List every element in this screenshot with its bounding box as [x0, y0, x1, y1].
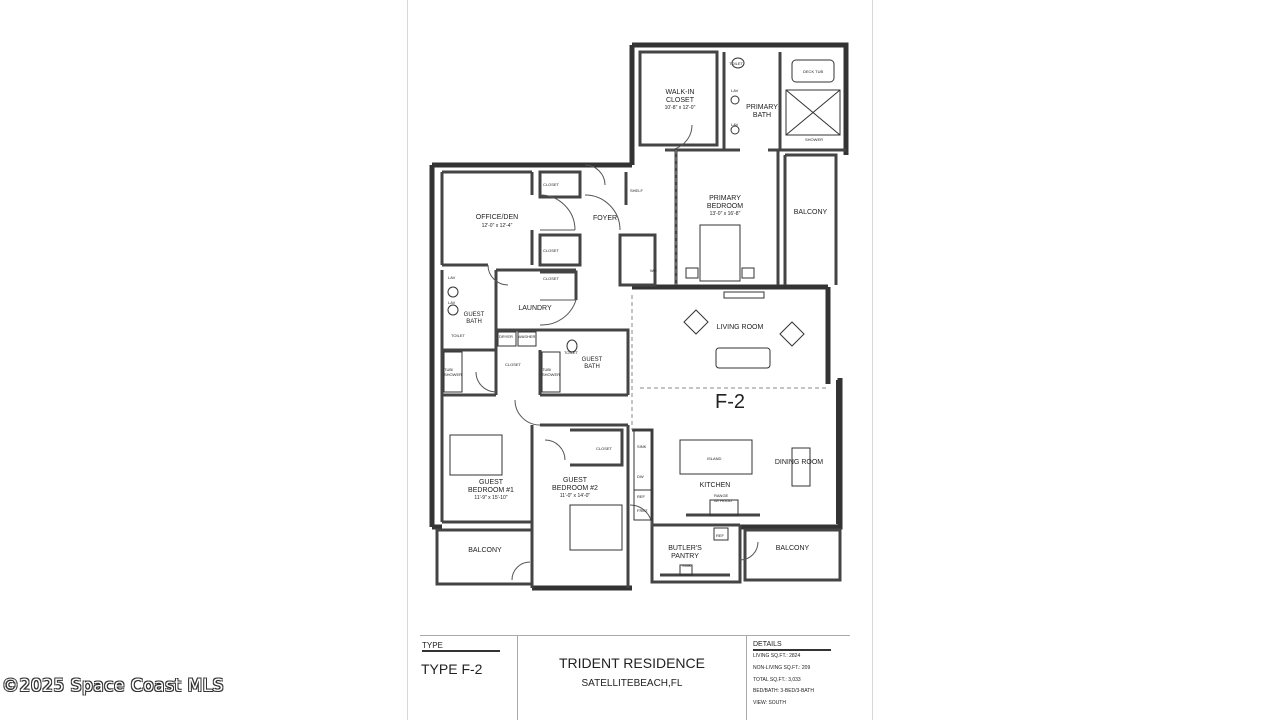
dashed-zones — [631, 150, 828, 430]
kitchen-label: KITCHEN — [699, 482, 731, 489]
details-view: VIEW: SOUTH — [753, 700, 786, 706]
closet-label: CLOSET — [596, 446, 613, 451]
range-label: RANGE W/ HOOD — [714, 493, 732, 503]
tub-shower-label: TUB/ SHOWER — [542, 367, 560, 377]
details-heading: DETAILS — [753, 641, 782, 648]
mls-watermark: ©2025 Space Coast MLS — [2, 676, 224, 696]
lav-label: LAV — [731, 122, 739, 127]
primary-bedroom-label: PRIMARY BEDROOM — [706, 195, 744, 210]
wh-label: WH — [650, 268, 657, 273]
details-heading-underline — [753, 649, 831, 651]
closet-label: CLOSET — [505, 362, 522, 367]
details-living-sqft: LIVING SQ.FT.: 2824 — [753, 653, 801, 659]
details-total-sqft: TOTAL SQ.FT.: 3,033 — [753, 677, 801, 683]
deck-tub-label: DECK TUB — [803, 69, 824, 74]
type-heading-underline — [422, 650, 500, 652]
door-swings — [475, 124, 759, 581]
island-label: ISLAND — [707, 456, 722, 461]
walk-in-closet-label: WALK-IN CLOSET — [665, 89, 695, 104]
title-block-rule — [420, 635, 850, 636]
guest-bath-left-label: GUEST BATH — [463, 312, 485, 325]
title-block-divider — [746, 636, 747, 720]
type-value: TYPE F-2 — [421, 661, 483, 677]
details-non-living-sqft: NON-LIVING SQ.FT.: 209 — [753, 665, 811, 671]
shelf-label: SHELF — [630, 188, 643, 193]
balcony-right-label: BALCONY — [775, 545, 810, 552]
guest-bedroom-1-label: GUEST BEDROOM #1 — [468, 479, 514, 494]
closet-label: CLOSET — [543, 276, 560, 281]
tub-shower-label: TUB/ SHOWER — [444, 367, 462, 377]
sink-label: SINK — [637, 444, 647, 449]
office-den-label: OFFICE/DEN — [475, 214, 519, 221]
primary-bedroom-dims: 13'-0" x 16'-8" — [709, 211, 741, 217]
unit-code-label: F-2 — [715, 391, 745, 413]
dryer-label: DRYER — [499, 334, 513, 339]
windows-marks — [430, 170, 840, 524]
laundry-label: LAUNDRY — [518, 305, 552, 312]
guest-bedroom-2-dims: 11'-0" x 14'-0" — [559, 493, 591, 499]
guest-bedroom-1-dims: 11'-9" x 15'-10" — [474, 495, 508, 501]
project-name: TRIDENT RESIDENCE — [559, 655, 705, 671]
toilet-label: TOILET — [451, 333, 465, 338]
title-block-divider — [517, 636, 518, 720]
foyer-label: FOYER — [592, 215, 618, 222]
lav-label: LAV — [448, 275, 456, 280]
closet-label: CLOSET — [543, 182, 560, 187]
shower-label: SHOWER — [805, 137, 823, 142]
project-location: SATELLITEBEACH,FL — [581, 678, 683, 689]
frez-label: FREZ — [637, 508, 648, 513]
office-den-dims: 12'-0" x 12'-4" — [481, 223, 513, 229]
lav-label: LAV — [731, 88, 739, 93]
sink-label: SINK — [682, 563, 692, 568]
dw-label: DW — [637, 474, 644, 479]
balcony-left-label: BALCONY — [468, 547, 502, 554]
fixtures — [443, 57, 841, 576]
guest-bath-center-label: GUEST BATH — [581, 357, 603, 370]
washer-label: WASHER — [518, 334, 536, 339]
closet-label: CLOSET — [543, 248, 560, 253]
details-bed-bath: BED/BATH: 3-BED/3-BATH — [753, 688, 814, 694]
dining-room-label: DINING ROOM — [774, 459, 824, 466]
toilet-label: TOILET — [729, 61, 743, 66]
toilet-label: TOILET — [564, 350, 578, 355]
walk-in-closet-dims: 10'-8" x 12'-0" — [664, 105, 696, 111]
balcony-primary-label: BALCONY — [793, 209, 828, 216]
ref-label: REF — [716, 533, 724, 538]
living-room-label: LIVING ROOM — [716, 324, 764, 331]
exterior-walls — [429, 42, 849, 591]
guest-bedroom-2-label: GUEST BEDROOM #2 — [552, 477, 598, 492]
lav-label: LAV — [448, 300, 456, 305]
ref-label: REF — [637, 494, 645, 499]
primary-bath-label: PRIMARY BATH — [746, 104, 778, 119]
butlers-pantry-label: BUTLER'S PANTRY — [668, 545, 702, 560]
type-heading: TYPE — [422, 641, 443, 650]
